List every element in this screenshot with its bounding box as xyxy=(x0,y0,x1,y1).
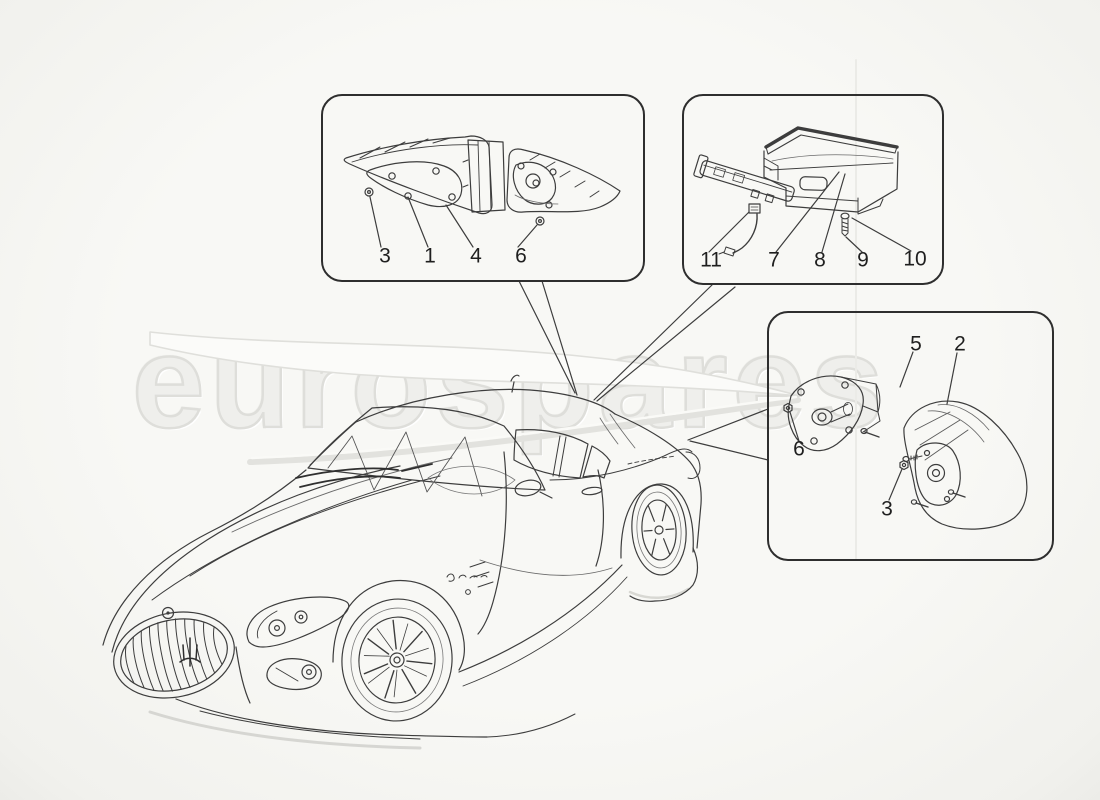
p3-callout-5[interactable]: 5 xyxy=(910,332,922,356)
antenna xyxy=(510,374,520,393)
panel-taillight-detail-parts xyxy=(783,351,1028,530)
p3-callout-3[interactable]: 3 xyxy=(881,497,893,521)
door-handle xyxy=(581,486,603,496)
windshield-reflections xyxy=(327,431,483,497)
car-hood-edge xyxy=(111,465,401,653)
screw-6-target xyxy=(535,216,545,226)
connector-lines xyxy=(518,280,769,461)
car-line-drawing xyxy=(102,374,702,750)
panel-box-third-brake-light xyxy=(682,94,944,285)
wipers xyxy=(295,463,433,488)
headlight xyxy=(246,596,350,648)
p3-callout-6[interactable]: 6 xyxy=(793,437,805,461)
car-fender-line xyxy=(102,469,307,646)
panel-box-taillights xyxy=(321,94,645,282)
roofline xyxy=(355,388,616,423)
door-seam-front xyxy=(477,451,507,635)
p2-callout-9[interactable]: 9 xyxy=(857,248,869,272)
bulb-socket xyxy=(811,402,853,426)
panel3-leader-lines xyxy=(789,351,958,501)
panel-box-taillight-detail xyxy=(767,311,1054,561)
front-wheel xyxy=(341,598,453,722)
screw-3-target xyxy=(364,187,374,197)
door-seam-rear xyxy=(595,469,604,567)
door-window xyxy=(513,429,589,479)
fog-lamp-vent xyxy=(266,658,322,691)
p3-callout-2[interactable]: 2 xyxy=(954,332,966,356)
p2-callout-10[interactable]: 10 xyxy=(903,247,927,271)
panel-third-brake-light-parts xyxy=(693,126,912,257)
nut-3-target xyxy=(899,459,909,471)
front-grille xyxy=(113,611,235,699)
brake-light-bar xyxy=(693,154,795,204)
bumper-seam xyxy=(235,646,251,704)
nut-6-target xyxy=(783,402,793,414)
rear-wheel xyxy=(631,484,687,576)
panel2-leader-lines xyxy=(708,171,912,253)
tail-edge xyxy=(614,413,702,549)
p1-callout-1[interactable]: 1 xyxy=(424,244,436,268)
side-badge xyxy=(446,573,488,595)
front-wheel-arch xyxy=(332,579,465,671)
p1-callout-6[interactable]: 6 xyxy=(515,244,527,268)
p2-callout-8[interactable]: 8 xyxy=(814,248,826,272)
trident-badge xyxy=(179,637,201,667)
p2-callout-7[interactable]: 7 xyxy=(768,248,780,272)
fender-vents xyxy=(469,561,494,588)
p1-callout-3[interactable]: 3 xyxy=(379,244,391,268)
quarter-window xyxy=(582,445,611,479)
wiring-connector xyxy=(718,203,761,257)
panel-taillights-parts xyxy=(343,135,621,248)
rear-light-hint xyxy=(685,451,701,479)
rocker-line xyxy=(458,564,623,673)
p2-callout-11[interactable]: 11 xyxy=(700,248,722,272)
rear-wheel-arch xyxy=(620,483,694,559)
side-mirror xyxy=(514,479,553,499)
panel1-leader-lines xyxy=(369,196,538,248)
bumper-bottom xyxy=(175,698,488,738)
rear-bumper xyxy=(629,547,699,602)
watermark-swoosh xyxy=(149,59,857,561)
p1-callout-4[interactable]: 4 xyxy=(470,244,482,268)
screw-9-target xyxy=(840,212,850,237)
